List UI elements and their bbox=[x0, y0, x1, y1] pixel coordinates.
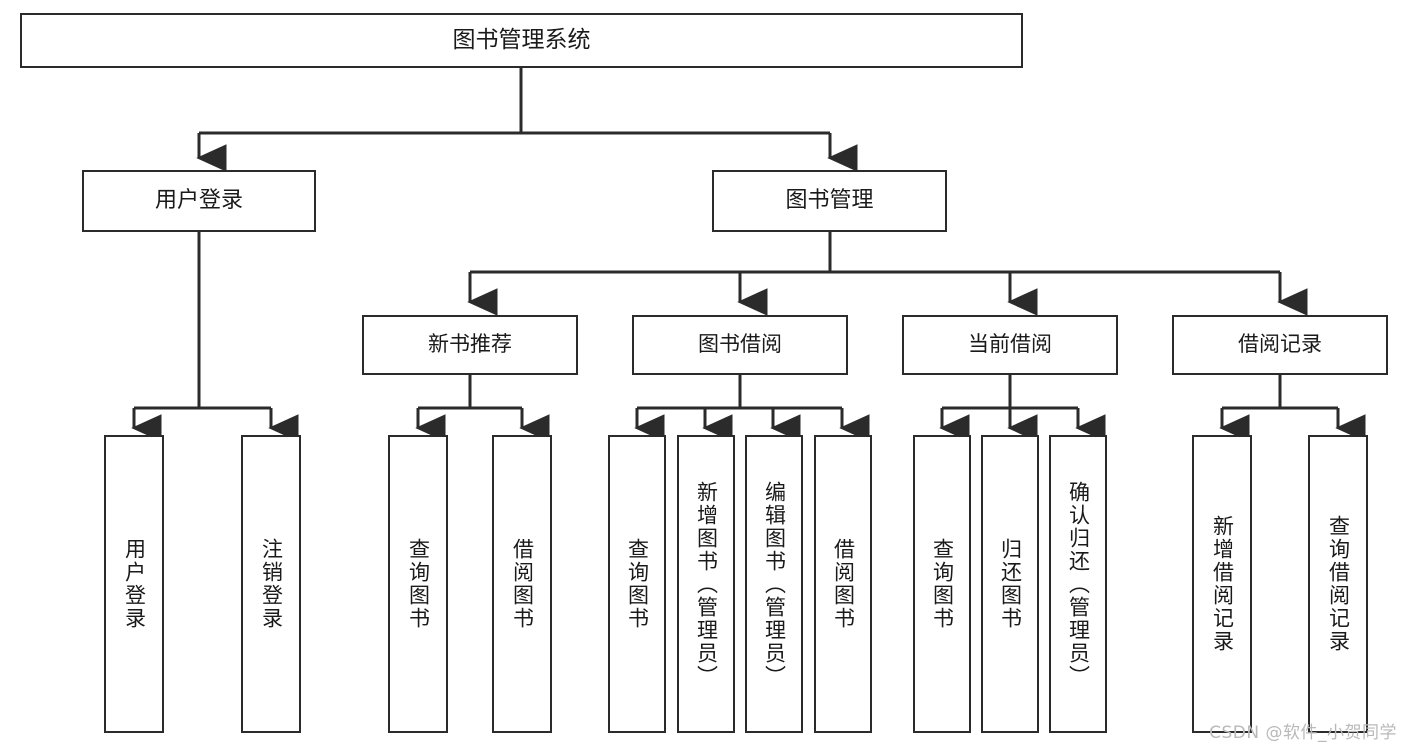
node-current-borrow[interactable]: 当前借阅 bbox=[902, 315, 1118, 375]
node-label: 确认归还（管理员） bbox=[1066, 480, 1091, 688]
node-label: 当前借阅 bbox=[968, 332, 1052, 357]
leaf-query-book-current[interactable]: 查询图书 bbox=[913, 435, 971, 733]
node-label: 归还图书 bbox=[998, 538, 1023, 630]
watermark-text: CSDN @软件_小贺同学 bbox=[1209, 723, 1397, 743]
leaf-query-borrow-record[interactable]: 查询借阅记录 bbox=[1308, 435, 1368, 733]
node-book-borrow[interactable]: 图书借阅 bbox=[632, 315, 848, 375]
leaf-query-book-recommend[interactable]: 查询图书 bbox=[388, 435, 448, 733]
leaf-return-book[interactable]: 归还图书 bbox=[981, 435, 1039, 733]
leaf-borrow-book-recommend[interactable]: 借阅图书 bbox=[492, 435, 552, 733]
node-label: 注销登录 bbox=[259, 538, 284, 630]
node-label: 图书管理系统 bbox=[452, 26, 591, 53]
node-label: 图书管理 bbox=[785, 187, 874, 213]
node-root-system[interactable]: 图书管理系统 bbox=[20, 13, 1023, 68]
node-label: 借阅记录 bbox=[1238, 332, 1322, 357]
node-label: 新增图书（管理员） bbox=[694, 480, 719, 688]
leaf-logout-login[interactable]: 注销登录 bbox=[241, 435, 301, 733]
leaf-confirm-return-admin[interactable]: 确认归还（管理员） bbox=[1049, 435, 1107, 733]
node-label: 查询图书 bbox=[625, 538, 650, 630]
node-label: 用户登录 bbox=[122, 538, 147, 630]
leaf-add-book-admin[interactable]: 新增图书（管理员） bbox=[677, 435, 735, 733]
node-label: 新书推荐 bbox=[428, 332, 512, 357]
node-label: 借阅图书 bbox=[831, 538, 856, 630]
node-new-book-recommend[interactable]: 新书推荐 bbox=[362, 315, 578, 375]
leaf-edit-book-admin[interactable]: 编辑图书（管理员） bbox=[745, 435, 803, 733]
node-label: 编辑图书（管理员） bbox=[762, 480, 787, 688]
node-label: 图书借阅 bbox=[698, 332, 782, 357]
leaf-user-login[interactable]: 用户登录 bbox=[104, 435, 164, 733]
node-label: 查询图书 bbox=[406, 538, 431, 630]
node-label: 借阅图书 bbox=[510, 538, 535, 630]
node-label: 用户登录 bbox=[154, 187, 243, 213]
leaf-query-book-borrow[interactable]: 查询图书 bbox=[608, 435, 666, 733]
node-user-login[interactable]: 用户登录 bbox=[82, 170, 316, 232]
leaf-borrow-book[interactable]: 借阅图书 bbox=[814, 435, 872, 733]
node-label: 新增借阅记录 bbox=[1210, 515, 1235, 653]
node-borrow-record[interactable]: 借阅记录 bbox=[1172, 315, 1388, 375]
node-book-management[interactable]: 图书管理 bbox=[712, 170, 947, 232]
leaf-add-borrow-record[interactable]: 新增借阅记录 bbox=[1192, 435, 1252, 733]
node-label: 查询图书 bbox=[930, 538, 955, 630]
node-label: 查询借阅记录 bbox=[1326, 515, 1351, 653]
